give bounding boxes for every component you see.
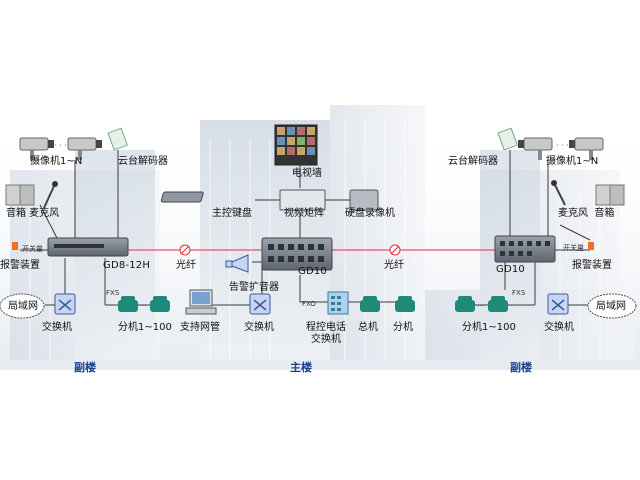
mic-speaker-label-right: 麦克风 音箱 [558, 208, 615, 219]
fiber-label-right: 光纤 [384, 260, 404, 271]
dvr-icon [349, 189, 379, 211]
fxs-label-left: FXS [106, 289, 120, 297]
fxo-label: FXO [302, 300, 316, 308]
computer-icon [185, 289, 217, 315]
speaker-icon [595, 184, 625, 206]
pbx-label: 程控电话 交换机 [306, 322, 346, 345]
lan-label-right: 局域网 [596, 301, 626, 312]
switch-qty-indicator [12, 242, 18, 250]
main-phone-label: 总机 [358, 322, 378, 333]
speaker-icon [5, 184, 35, 206]
gd10-center-device-icon [261, 237, 333, 271]
switch-label-center: 交换机 [244, 322, 274, 333]
ext-label-center: 分机 [393, 322, 413, 333]
decoder-label-left: 云台解码器 [118, 156, 168, 167]
device-label-right: GD10 [496, 264, 525, 275]
video-matrix-icon [279, 189, 326, 211]
switch-label-right: 交换机 [544, 322, 574, 333]
fiber-break-icon-right [389, 244, 401, 256]
switch-qty-indicator [588, 242, 594, 250]
camera-icon [19, 137, 54, 160]
device-label-center: GD10 [298, 266, 327, 277]
microphone-icon [551, 180, 566, 206]
gd10-right-device-icon [494, 235, 556, 263]
decoder-icon [497, 127, 518, 151]
loudspeaker-icon [225, 254, 249, 273]
camera-label-left: 摄像机1~N [30, 156, 83, 167]
switch-qty-label-left: 开关量 [22, 245, 43, 253]
switch-icon [249, 293, 271, 315]
phone-icon [118, 296, 138, 312]
camera-label-right: 摄像机1~N [546, 156, 599, 167]
phone-icon [455, 296, 475, 312]
lan-label-left: 局域网 [8, 301, 38, 312]
fiber-label-left: 光纤 [176, 260, 196, 271]
section-label-center: 主楼 [290, 361, 312, 374]
camera-icon [67, 137, 102, 160]
camera-icon [569, 137, 604, 160]
camera-icon [518, 137, 553, 160]
fiber-break-icon-left [179, 244, 191, 256]
camera-ellipsis: · · · [54, 141, 67, 150]
microphone-icon [43, 181, 58, 209]
switch-qty-label-right: 开关量 [563, 244, 584, 252]
pbx-icon [327, 291, 349, 315]
ext-label-left: 分机1~100 [118, 322, 172, 333]
phone-icon [360, 296, 380, 312]
keyboard-label: 主控键盘 [212, 208, 252, 219]
device-label-left: GD8-12H [103, 260, 151, 271]
phone-icon [150, 296, 170, 312]
ext-label-right: 分机1~100 [462, 322, 516, 333]
fxs-label-right: FXS [512, 289, 526, 297]
lan-cloud-icon [587, 293, 637, 319]
matrix-label: 视频矩阵 [284, 208, 324, 219]
camera-ellipsis: · · · [556, 141, 569, 150]
switch-icon [54, 293, 76, 315]
switch-label-left: 交换机 [42, 322, 72, 333]
tv-wall-icon [274, 124, 318, 166]
phone-icon [488, 296, 508, 312]
alarm-label-left: 报警装置 [0, 260, 40, 271]
tv-wall-label: 电视墙 [292, 168, 322, 179]
decoder-label-right: 云台解码器 [448, 156, 498, 167]
nms-label: 支持网管 [180, 322, 220, 333]
phone-ellipsis: ··· [140, 302, 147, 310]
phone-icon [395, 296, 415, 312]
gd8-device-icon [47, 237, 129, 257]
pa-label: 告警扩音器 [229, 282, 279, 293]
speaker-mic-label-left: 音箱 麦克风 [6, 208, 60, 219]
keyboard-icon [160, 191, 204, 203]
alarm-label-right: 报警装置 [572, 260, 612, 271]
dvr-label: 硬盘录像机 [345, 208, 395, 219]
section-label-left: 副楼 [74, 361, 96, 374]
decoder-icon [107, 127, 128, 151]
lan-cloud-icon [0, 293, 45, 319]
phone-ellipsis: ··· [477, 302, 484, 310]
section-label-right: 副楼 [510, 361, 532, 374]
switch-icon [547, 293, 569, 315]
